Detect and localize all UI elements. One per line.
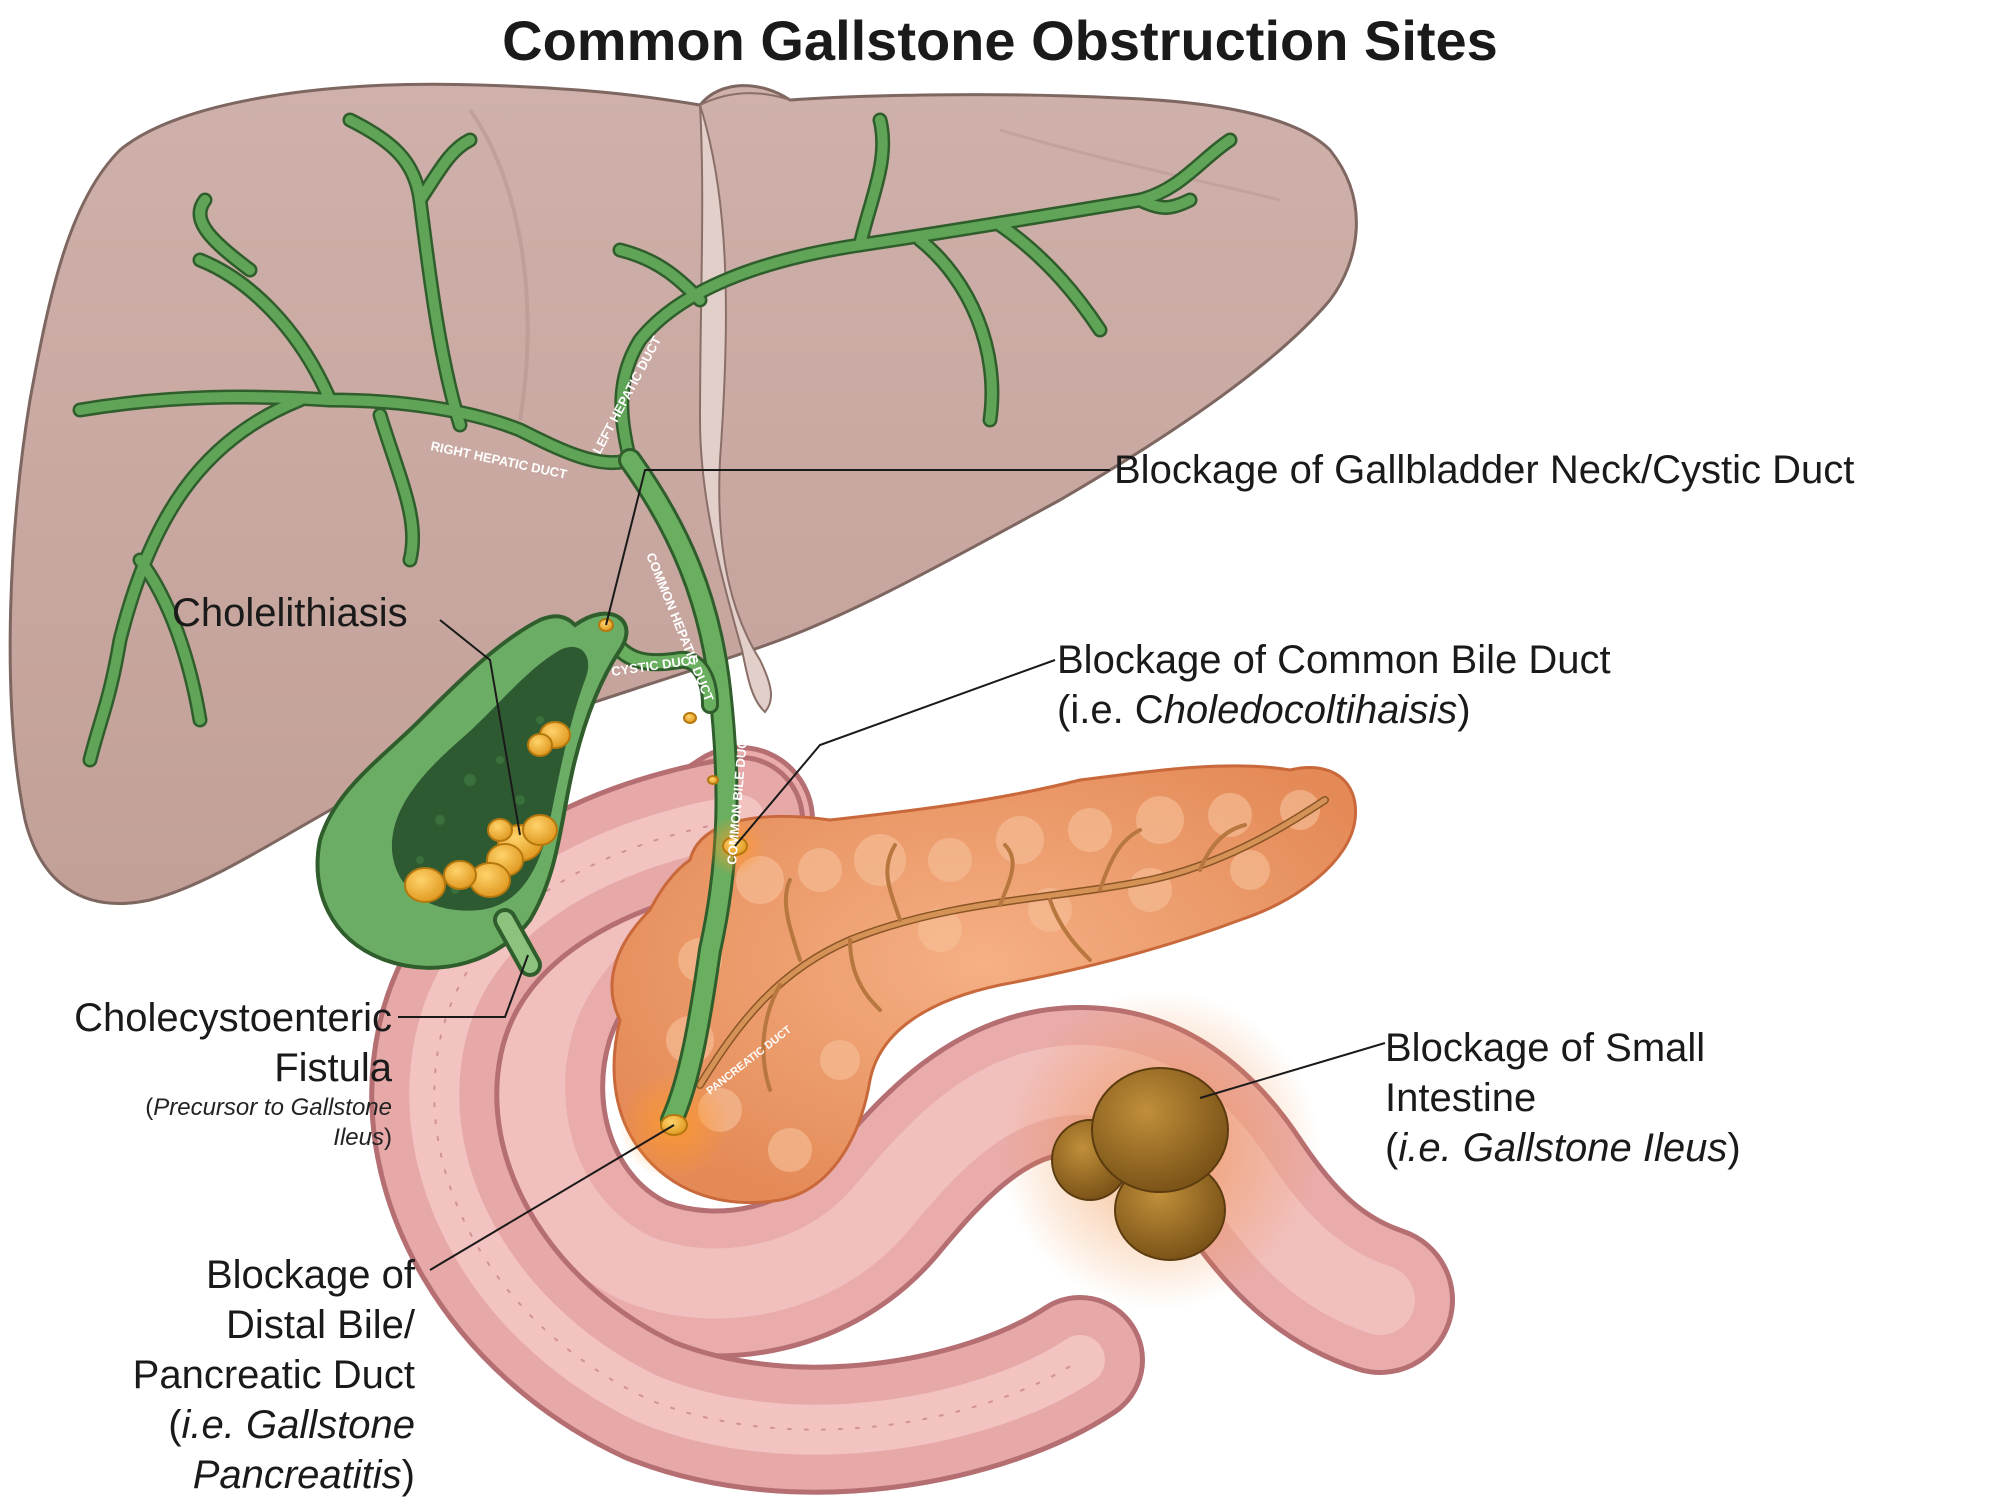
liver	[8, 82, 1358, 905]
label-common-bile-duct-blockage: Blockage of Common Bile Duct (i.e. Chole…	[1057, 638, 1611, 732]
label-distal-duct-blockage: Blockage of Distal Bile/ Pancreatic Duct…	[132, 1253, 415, 1497]
label-small-intestine-blockage: Blockage of Small Intestine (i.e. Gallst…	[1385, 1026, 1741, 1170]
leader-lines	[398, 469, 1386, 1271]
gallstones	[404, 618, 719, 903]
diagram-title: Common Gallstone Obstruction Sites	[502, 9, 1498, 72]
label-cholelithiasis: Cholelithiasis	[172, 591, 408, 635]
bile-duct-tree	[72, 112, 1238, 768]
label-cholecystoenteric-fistula: Cholecystoenteric Fistula (Precursor to …	[74, 996, 392, 1151]
label-gallbladder-neck-blockage: Blockage of Gallbladder Neck/Cystic Duct	[1114, 448, 1855, 492]
gallstone-ileus	[1000, 990, 1320, 1310]
